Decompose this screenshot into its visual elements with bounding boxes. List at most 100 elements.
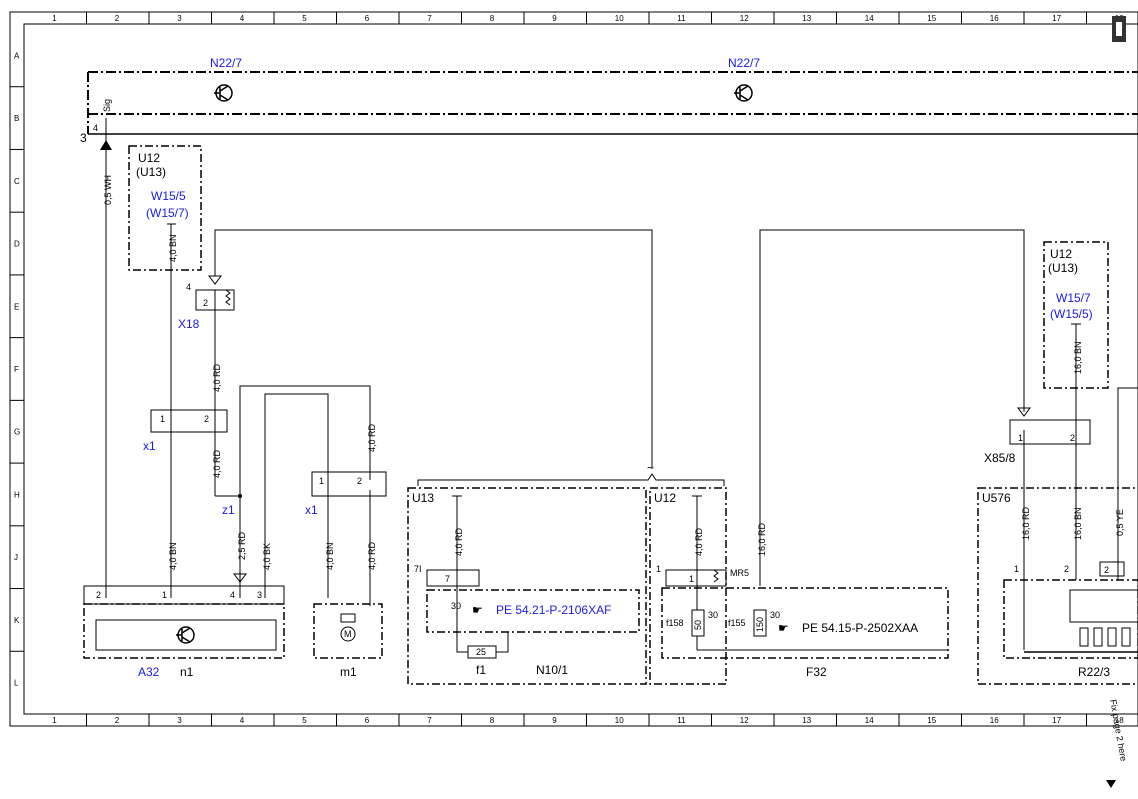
n10-box [407,487,647,685]
u12-f32-label: U12 [654,491,676,505]
wire-16rd-f32 [759,229,1025,586]
grid-column-label: 6 [365,716,370,725]
hand-icon: ☛ [778,621,789,635]
x85-label: X85/8 [984,451,1016,465]
hand-icon: ☛ [472,603,483,617]
grid-column-label: 13 [802,716,811,725]
grid-column-label: 1 [52,716,57,725]
pin-3-label: 3 [80,131,87,145]
grid-column-label: 17 [1052,716,1061,725]
connector-arrow-icon [1017,407,1031,417]
wire-label: 16,0 RD [757,522,767,556]
grid-column-label: 3 [177,14,182,23]
f1-fuse-value: 25 [476,647,486,657]
z1-label: z1 [222,503,235,517]
a32-p3: 3 [257,590,262,600]
x1-left-connector [150,409,228,433]
f1-label: f1 [476,663,486,677]
resistor-icon [225,289,231,306]
grid-column-label: 14 [865,14,874,23]
grid-column-label: 17 [1052,14,1061,23]
grid-column-label: 12 [740,716,749,725]
a32-p1: 1 [162,590,167,600]
motor-icon [340,626,356,642]
wire-40rd-top [239,385,371,598]
a32-box [83,603,285,659]
wire-label: 4,0 BN [325,542,335,570]
n1-module [95,619,277,651]
w15-5-right: (W15/5) [1050,307,1093,321]
grid-column-label: 9 [552,14,557,23]
x1-mid-connector [311,471,387,497]
a32-p2: 2 [96,590,101,600]
u576-label: U576 [982,491,1011,505]
n22-bus [87,71,1138,134]
x1-left-p1: 1 [160,414,165,424]
a32-label: A32 [138,665,160,679]
grid-column-label: 10 [615,14,624,23]
wire-label: 4,0 RD [694,527,704,556]
connector-arrow-icon [208,275,222,285]
x1-mid-label: x1 [305,503,318,517]
grid-row-label: J [14,553,18,562]
wire-label: 4,0 BN [168,234,178,262]
wire-right-edge [1117,387,1138,580]
wire-label: 4,0 BK [262,543,272,570]
pin-4-label: 4 [93,123,98,133]
n22-right-label: N22/7 [728,56,760,70]
a32-connector [83,585,285,605]
connector-arrow-icon [233,573,247,583]
grid-row-label: D [14,240,20,249]
grid-column-label: 16 [990,716,999,725]
n10-7i: 7I [414,564,422,574]
motor-symbol [340,613,356,623]
n10-30: 30 [451,601,461,611]
pe-1-link[interactable]: PE 54.21-P-2106XAF [496,603,611,617]
x18-pin4: 4 [186,282,191,292]
wire-label: 4,0 RD [212,363,222,392]
wire-label: 4,0 RD [367,541,377,570]
connector-arrow-icon [100,140,112,150]
grid-column-label: 11 [677,716,686,725]
grid-column-label: 14 [865,716,874,725]
z1-node [238,494,242,498]
grid-row-label: L [14,679,19,688]
u12-label: U12 [138,151,160,165]
grid-column-label: 7 [427,716,432,725]
f158-30: 30 [708,610,718,620]
f32-box [661,587,949,659]
x18-label: X18 [178,317,200,331]
grid-row-label: F [14,365,19,374]
pe-2-link[interactable]: PE 54.15-P-2502XAA [802,621,918,635]
u12-f32-box [649,487,727,685]
grid-column-label: 4 [240,14,245,23]
x1-left-p2: 2 [204,414,209,424]
f32-relay [665,569,727,587]
grid-row-label: H [14,490,20,499]
transistor-icon [734,84,753,102]
grid-column-label: 5 [302,14,307,23]
grid-column-label: 18 [1115,716,1124,725]
wire-label: 16,0 BN [1073,341,1083,374]
f155-value: 150 [755,617,765,632]
w15-7-right: W15/7 [1056,291,1091,305]
transistor-icon [214,84,233,102]
u12-box-left [128,145,202,271]
u13-n10-label: U13 [412,491,434,505]
motor-m: M [344,629,352,639]
grid-column-label: 2 [115,14,120,23]
x1-left-label: x1 [143,439,156,453]
u576-p2: 2 [1064,564,1069,574]
wire-label: 4,0 RD [367,423,377,452]
f155-30: 30 [770,610,780,620]
grid-row-label: G [14,428,20,437]
f32-p1b: 1 [689,574,694,584]
x1-mid-p2: 2 [357,476,362,486]
u576-p2b: 2 [1104,565,1109,575]
n22-left-label: N22/7 [210,56,242,70]
grid-column-label: 6 [365,14,370,23]
arrow-down-icon [1106,780,1116,788]
resistor-array-icon [1079,627,1131,647]
